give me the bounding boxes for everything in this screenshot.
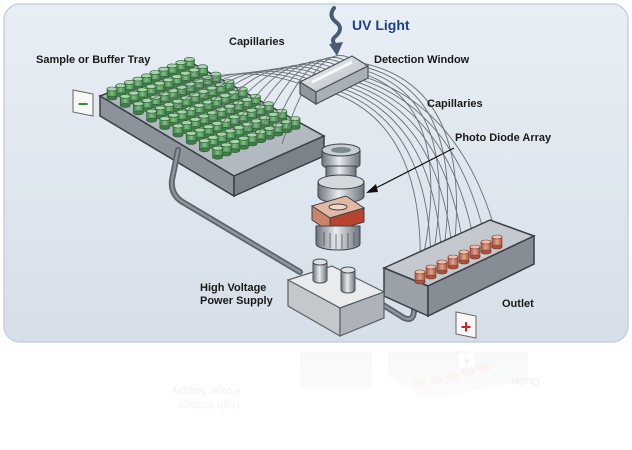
sample-vial (123, 80, 135, 94)
sample-vial (189, 117, 201, 131)
detection-window (298, 55, 370, 106)
sample-vial (199, 138, 210, 153)
power-supply-label-line2: Power Supply (200, 295, 274, 307)
sample-vial (159, 116, 171, 130)
capillary-tube (161, 72, 311, 105)
outlet-vial (436, 259, 448, 275)
outlet-label: Outlet (502, 298, 534, 310)
capillaries-top-label: Capillaries (229, 36, 285, 48)
capillary-tube (281, 55, 356, 145)
negative-electrode: − (72, 89, 94, 117)
capillary-tube (350, 63, 449, 263)
sample-vial (272, 122, 284, 137)
capillary-tube (257, 58, 347, 137)
outlet-tray (382, 219, 536, 318)
outlet-vial (480, 239, 492, 255)
capillaries-right-label: Capillaries (427, 98, 483, 110)
capillary-tube (185, 69, 320, 113)
capillary-tube (233, 62, 338, 129)
sample-vial (106, 86, 118, 101)
photo-diode-array (310, 143, 366, 251)
sample-vial (238, 136, 249, 150)
capillary-tube (149, 73, 307, 101)
sample-vial (193, 78, 204, 92)
sample-vial (162, 77, 174, 92)
outlet-vials (414, 234, 503, 285)
negative-sign: − (78, 94, 89, 114)
sample-vial (289, 116, 301, 130)
capillary-tube (209, 66, 329, 121)
outlet-vial (447, 254, 459, 270)
sample-tray-label: Sample or Buffer Tray (36, 54, 151, 66)
detection-window-label: Detection Window (374, 54, 470, 66)
sample-vial (193, 103, 205, 117)
photo-diode-pointer (366, 147, 455, 193)
positive-sign: + (461, 317, 472, 337)
capillary-tube (221, 64, 334, 125)
sample-vial (133, 101, 144, 116)
sample-vial (119, 94, 131, 108)
sample-vial (146, 108, 157, 123)
outlet-vial (425, 264, 437, 280)
sample-vials (106, 56, 301, 160)
capillary-tube (341, 67, 432, 273)
uv-light-arrow (329, 6, 343, 56)
sample-vial (154, 105, 166, 120)
sample-vial (166, 63, 178, 78)
sample-vial (185, 131, 197, 145)
power-supply (286, 258, 386, 338)
outlet-vial (414, 269, 426, 285)
outlet-vial (469, 244, 481, 260)
power-supply-label-line1: High Voltage (200, 282, 266, 294)
uv-light-label: UV Light (352, 17, 410, 33)
photo-diode-array-label: Photo Diode Array (455, 132, 552, 144)
capillary-tube (197, 67, 325, 117)
sample-vial (229, 139, 241, 153)
capillary-tube (269, 56, 352, 141)
sample-vial (220, 142, 232, 157)
sample-vial (281, 119, 292, 134)
capillary-tube (173, 70, 316, 109)
positive-electrode: + (455, 311, 477, 339)
outlet-vial (458, 249, 470, 265)
outlet-vial (491, 234, 503, 250)
sample-vial (212, 145, 223, 160)
capillary-tube (346, 65, 440, 268)
sample-tray (98, 56, 326, 198)
capillary-tube (355, 61, 457, 258)
capillary-tube (245, 60, 343, 133)
sample-vial (172, 123, 184, 138)
